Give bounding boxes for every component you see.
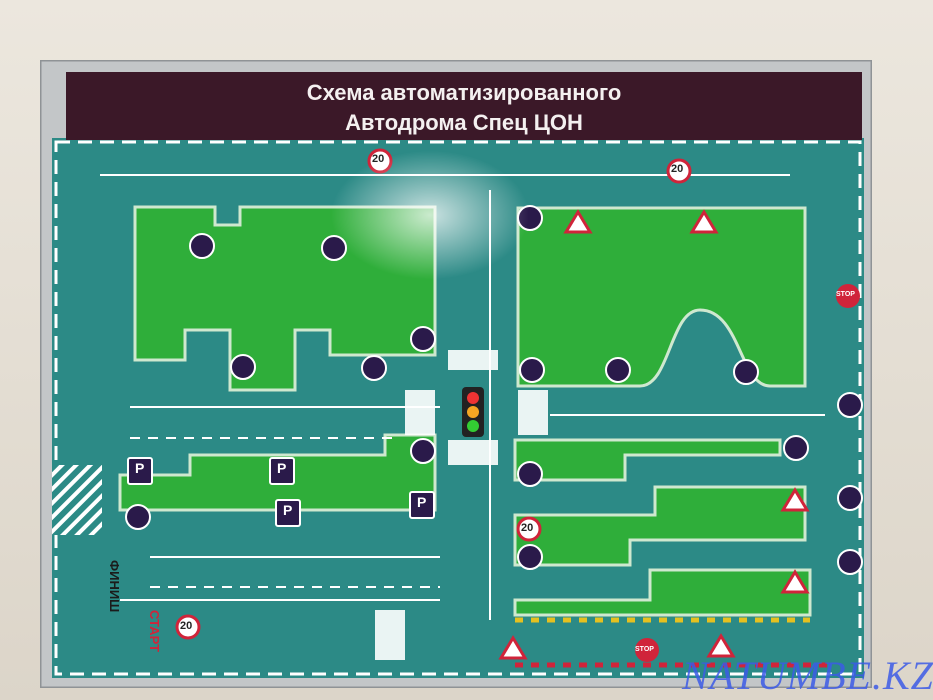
- stop-text-1: STOP: [836, 291, 855, 298]
- crosswalks: [375, 350, 548, 660]
- speed-limit-text-4: 20: [180, 620, 193, 632]
- parking-text-4: P: [417, 494, 427, 510]
- zone-mid2: [513, 485, 807, 567]
- board-title: Схема автоматизированного Автодрома Спец…: [66, 72, 862, 140]
- parking-text-1: P: [135, 460, 145, 476]
- parking-text-3: P: [283, 502, 293, 518]
- finish-label: ФИНИШ: [107, 560, 122, 613]
- zone-bottom: [513, 568, 812, 617]
- speed-limit-text-2: 20: [671, 163, 684, 175]
- stop-text-2: STOP: [635, 646, 654, 653]
- warning-signs: [498, 209, 810, 660]
- parking-signs: [127, 457, 435, 527]
- watermark: NATUMBE.KZ: [682, 653, 933, 698]
- zone-top-right: [516, 206, 807, 388]
- autodrome-board: [40, 60, 872, 688]
- title-line-1: Схема автоматизированного: [306, 80, 622, 105]
- stop-signs: [635, 284, 860, 662]
- zone-mid1: [513, 438, 782, 482]
- parking-text-2: P: [277, 460, 287, 476]
- start-label: СТАРТ: [147, 610, 162, 653]
- direction-signs: [125, 205, 863, 575]
- hatched-area: [52, 465, 102, 535]
- traffic-light-icon: [462, 387, 484, 437]
- speed-limit-text-3: 20: [521, 522, 534, 534]
- title-line-2: Автодрома Спец ЦОН: [345, 110, 583, 135]
- speed-limit-text-1: 20: [372, 153, 385, 165]
